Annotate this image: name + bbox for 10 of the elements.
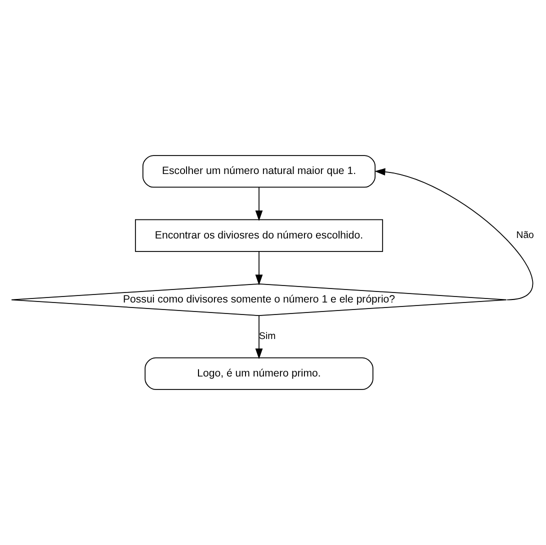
edge-label: Sim <box>259 331 276 342</box>
node-diamond: Possui como divisores somente o número 1 e ele próprio? <box>11 284 507 316</box>
arrow <box>255 316 263 360</box>
arrow <box>374 168 534 300</box>
arrow <box>255 186 263 222</box>
node-box: Escolher um número natural maior que 1. <box>142 155 376 188</box>
arrow <box>255 251 263 286</box>
node-box: Encontrar os diviosres do número escolhido. <box>135 219 384 252</box>
node-box: Logo, é um número primo. <box>144 357 374 390</box>
edge-label: Não <box>516 230 534 242</box>
